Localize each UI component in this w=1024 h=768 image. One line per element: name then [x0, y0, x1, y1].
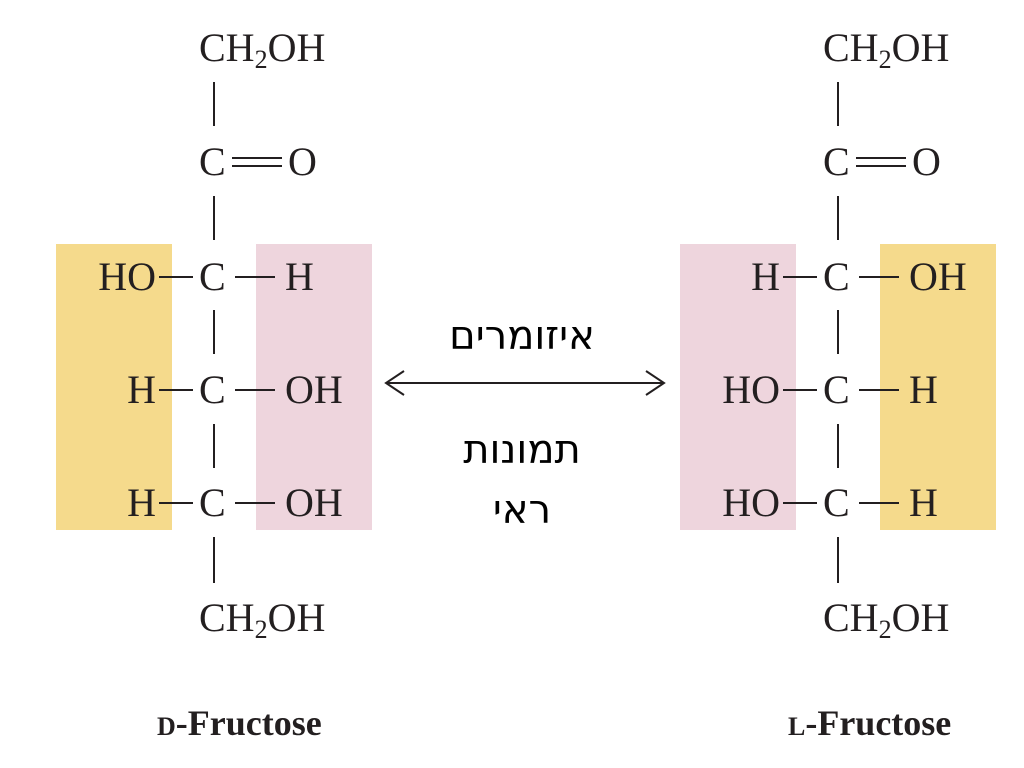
- d-bond-c4-c5: [213, 424, 215, 468]
- l-bond-c2-c3: [837, 196, 839, 240]
- l-bond-c3-c4: [837, 310, 839, 354]
- l-row2-right: H: [909, 367, 938, 412]
- d-right-highlight-band: [256, 244, 372, 530]
- l-carbonyl-oxygen: O: [912, 139, 941, 184]
- l-row2-carbon: C: [823, 367, 850, 412]
- d-row3-carbon: C: [199, 480, 226, 525]
- d-bond-bottom: [213, 537, 215, 583]
- mirror-images-label-line1: תמונות: [463, 427, 581, 473]
- isomers-label: איזומרים: [449, 313, 595, 359]
- double-headed-arrow-icon: [384, 370, 666, 396]
- l-double-bond: [856, 157, 906, 167]
- d-row2-left-bond: [159, 389, 193, 391]
- l-bottom-ch2oh: CH2OH: [823, 595, 950, 644]
- l-row1-right: OH: [909, 254, 967, 299]
- l-row3-carbon: C: [823, 480, 850, 525]
- d-row2-right: OH: [285, 367, 343, 412]
- d-row2-right-bond: [235, 389, 275, 391]
- l-row1-carbon: C: [823, 254, 850, 299]
- d-top-ch2oh: CH2OH: [199, 25, 326, 74]
- d-row3-right-bond: [235, 502, 275, 504]
- l-row2-right-bond: [859, 389, 899, 391]
- l-row3-left: HO: [722, 480, 780, 525]
- l-row1-left-bond: [783, 276, 817, 278]
- d-carbonyl-oxygen: O: [288, 139, 317, 184]
- l-row3-right-bond: [859, 502, 899, 504]
- l-row1-left: H: [751, 254, 780, 299]
- d-bond-top: [213, 82, 215, 126]
- l-left-highlight-band: [680, 244, 796, 530]
- l-bond-c4-c5: [837, 424, 839, 468]
- d-bottom-ch2oh: CH2OH: [199, 595, 326, 644]
- d-row3-left-bond: [159, 502, 193, 504]
- l-right-highlight-band: [880, 244, 996, 530]
- l-bond-bottom: [837, 537, 839, 583]
- l-top-ch2oh: CH2OH: [823, 25, 950, 74]
- d-bond-c2-c3: [213, 196, 215, 240]
- d-row1-left: HO: [98, 254, 156, 299]
- d-carbonyl-carbon: C: [199, 139, 226, 184]
- d-row1-right-bond: [235, 276, 275, 278]
- d-row2-left: H: [127, 367, 156, 412]
- d-row3-right: OH: [285, 480, 343, 525]
- l-row3-left-bond: [783, 502, 817, 504]
- mirror-images-label-line2: ראי: [492, 487, 552, 533]
- l-carbonyl-carbon: C: [823, 139, 850, 184]
- d-double-bond: [232, 157, 282, 167]
- d-row2-carbon: C: [199, 367, 226, 412]
- d-row1-left-bond: [159, 276, 193, 278]
- d-fructose-label: D-Fructose: [157, 703, 322, 743]
- l-row2-left: HO: [722, 367, 780, 412]
- d-row3-left: H: [127, 480, 156, 525]
- d-bond-c3-c4: [213, 310, 215, 354]
- d-left-highlight-band: [56, 244, 172, 530]
- d-row1-right: H: [285, 254, 314, 299]
- l-row1-right-bond: [859, 276, 899, 278]
- l-row3-right: H: [909, 480, 938, 525]
- l-row2-left-bond: [783, 389, 817, 391]
- l-bond-top: [837, 82, 839, 126]
- d-row1-carbon: C: [199, 254, 226, 299]
- l-fructose-label: L-Fructose: [788, 703, 952, 743]
